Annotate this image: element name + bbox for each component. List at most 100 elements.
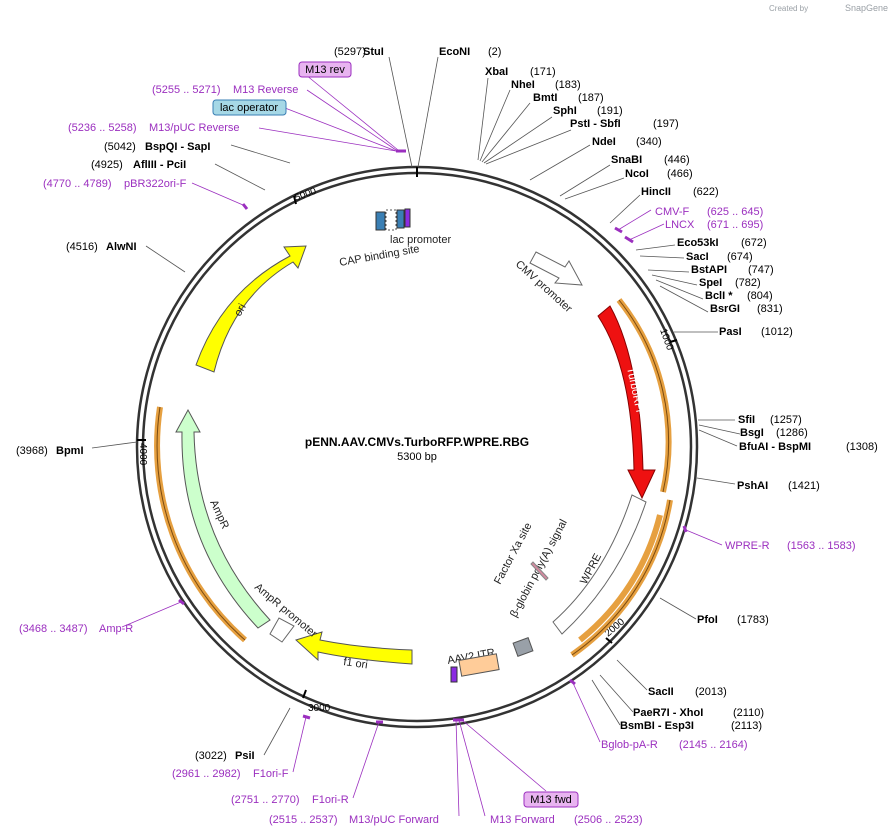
enzyme-name[interactable]: PshAI: [737, 480, 768, 492]
enzyme-pos: (340): [636, 136, 662, 148]
enzyme-name[interactable]: AflIII - PciI: [133, 159, 186, 171]
primer-range: (2145 .. 2164): [679, 739, 748, 751]
enzyme-pos: (1257): [770, 414, 802, 426]
bglobin-polya-feature[interactable]: [512, 637, 534, 657]
enzyme-name[interactable]: BsrGI: [710, 303, 740, 315]
f1-ori-label: f1 ori: [343, 656, 369, 671]
enzyme-name[interactable]: SfiI: [738, 414, 755, 426]
lac-promoter-feature[interactable]: [385, 209, 397, 231]
primer-name: M13 rev: [305, 64, 345, 76]
enzyme-name[interactable]: StuI: [363, 46, 384, 58]
enzyme-name[interactable]: EcoNI: [439, 46, 470, 58]
enzyme-name[interactable]: BmtI: [533, 92, 557, 104]
credit-text: Created by: [769, 4, 808, 13]
enzyme-pos: (747): [748, 264, 774, 276]
enzyme-name[interactable]: BspQI - SapI: [145, 141, 210, 153]
enzyme-name[interactable]: SnaBI: [611, 154, 642, 166]
enzyme-name[interactable]: XbaI: [485, 66, 508, 78]
f1-ori-feature[interactable]: f1 ori: [295, 631, 413, 671]
ori-feature[interactable]: ori: [195, 245, 307, 373]
enzyme-name[interactable]: BclI *: [705, 290, 733, 302]
enzyme-name[interactable]: PaeR7I - XhoI: [633, 707, 703, 719]
primer-name[interactable]: M13 Reverse: [233, 84, 298, 96]
cap-site-label: CAP binding site: [338, 243, 420, 269]
enzyme-name[interactable]: Eco53kI: [677, 237, 719, 249]
enzyme-pos: (446): [664, 154, 690, 166]
turborfp-feature[interactable]: TurboRFP: [597, 305, 656, 500]
enzyme-name[interactable]: BsgI: [740, 427, 764, 439]
enzyme-pos: (2): [488, 46, 501, 58]
m13-fwd-box[interactable]: [523, 791, 579, 808]
primer-name[interactable]: F1ori-R: [312, 794, 349, 806]
enzyme-pos: (2110): [733, 707, 764, 719]
lac-operator-box[interactable]: [212, 99, 287, 116]
lac-operator-feature[interactable]: [396, 209, 405, 229]
enzyme-pos: (4516): [66, 241, 98, 253]
enzyme-name[interactable]: PstI - SbfI: [570, 118, 621, 130]
enzyme-pos: (5297): [334, 46, 366, 58]
enzyme-pos: (466): [667, 168, 693, 180]
primer-range: (5255 .. 5271): [152, 84, 221, 96]
enzyme-name[interactable]: AlwNI: [106, 241, 137, 253]
enzyme-name[interactable]: PsiI: [235, 750, 255, 762]
snapgene-brand: SnapGene: [845, 3, 888, 13]
primer-range: (2506 .. 2523): [574, 814, 643, 826]
enzyme-pos: (191): [597, 105, 623, 117]
primer-range: (1563 .. 1583): [787, 540, 856, 552]
enzyme-pos: (171): [530, 66, 556, 78]
enzyme-name[interactable]: PfoI: [697, 614, 718, 626]
primer-name[interactable]: LNCX: [665, 219, 695, 231]
primer-name[interactable]: M13/pUC Forward: [349, 814, 439, 826]
m13-rev-box[interactable]: [298, 61, 352, 78]
wpre-orf-outline-2: [578, 514, 663, 643]
enzyme-name[interactable]: NdeI: [592, 136, 616, 148]
primer-name[interactable]: M13/pUC Reverse: [149, 122, 239, 134]
wpre-feature[interactable]: WPRE: [552, 494, 647, 635]
enzyme-name[interactable]: BpmI: [56, 445, 84, 457]
enzyme-name[interactable]: SacII: [648, 686, 674, 698]
primer-name[interactable]: Amp-R: [99, 623, 133, 635]
enzyme-pos: (5042): [104, 141, 136, 153]
enzyme-name[interactable]: NheI: [511, 79, 535, 91]
enzyme-pos: (831): [757, 303, 783, 315]
enzyme-name[interactable]: PasI: [719, 326, 742, 338]
primer-name[interactable]: pBR322ori-F: [124, 178, 187, 190]
primer-labels: M13 rev (5255 .. 5271) M13 Reverse lac o…: [19, 61, 856, 826]
primer-name[interactable]: CMV-F: [655, 206, 690, 218]
aav2-itr-feature[interactable]: [458, 653, 500, 677]
cap-site-feature[interactable]: [375, 211, 386, 231]
primer-range: (5236 .. 5258): [68, 122, 137, 134]
enzyme-name[interactable]: BfuAI - BspMI: [739, 441, 811, 453]
primer-name: lac operator: [220, 102, 278, 114]
tick-2000: [605, 637, 613, 644]
primer-range: (671 .. 695): [707, 219, 763, 231]
cmv-promoter-feature[interactable]: CMV promoter: [513, 251, 583, 315]
enzyme-name[interactable]: SphI: [553, 105, 577, 117]
enzyme-pos: (1286): [776, 427, 808, 439]
primer-name[interactable]: F1ori-F: [253, 768, 289, 780]
enzyme-pos: (622): [693, 186, 719, 198]
enzyme-name[interactable]: SpeI: [699, 277, 722, 289]
ampr-feature[interactable]: AmpR: [175, 408, 271, 629]
enzyme-pos: (1421): [788, 480, 820, 492]
enzyme-pos: (672): [741, 237, 767, 249]
m13-rev-feature[interactable]: [404, 208, 411, 228]
enzyme-pos: (674): [727, 251, 753, 263]
tick-3000: [302, 689, 307, 699]
enzyme-name[interactable]: BstAPI: [691, 264, 727, 276]
factor-xa-feature[interactable]: [530, 561, 549, 581]
enzyme-name[interactable]: SacI: [686, 251, 709, 263]
primer-name[interactable]: M13 Forward: [490, 814, 555, 826]
m13-fwd-feature[interactable]: [450, 666, 458, 683]
primer-name[interactable]: WPRE-R: [725, 540, 770, 552]
plasmid-name: pENN.AAV.CMVs.TurboRFP.WPRE.RBG: [305, 435, 529, 449]
enzyme-name[interactable]: BsmBI - Esp3I: [620, 720, 694, 732]
primer-name[interactable]: Bglob-pA-R: [601, 739, 658, 751]
primer-range: (625 .. 645): [707, 206, 763, 218]
tick-label-3000: 3000: [308, 703, 331, 714]
lac-promoter-label: lac promoter: [390, 234, 451, 246]
ampr-orf-line: [156, 406, 246, 641]
enzyme-name[interactable]: NcoI: [625, 168, 649, 180]
enzyme-name[interactable]: HincII: [641, 186, 671, 198]
